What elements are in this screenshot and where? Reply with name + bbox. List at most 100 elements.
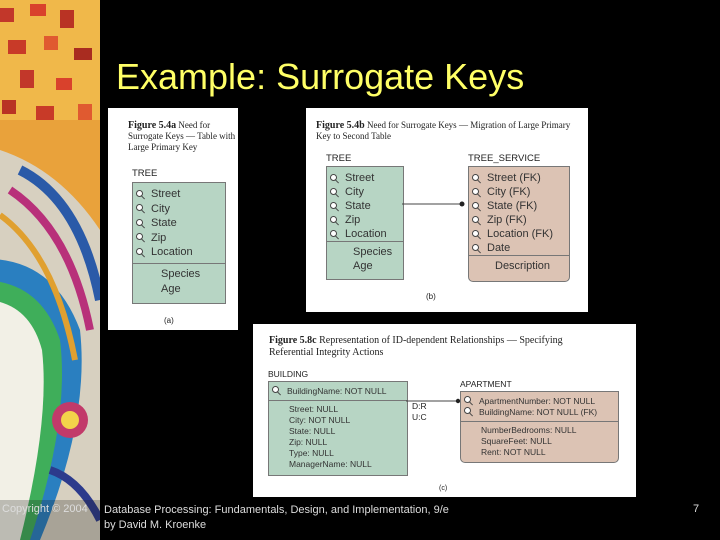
decorative-art-strip — [0, 0, 100, 540]
attribute: SquareFeet: NULL — [481, 436, 552, 446]
figure-5-4b: Figure 5.4b Need for Surrogate Keys — Mi… — [306, 108, 588, 312]
key-icon — [330, 201, 339, 211]
key-attribute: Street (FK) — [469, 171, 569, 185]
figure-label: (c) — [439, 485, 448, 492]
key-attribute: City — [327, 185, 403, 199]
key-icon — [330, 173, 339, 183]
attribute: Species — [161, 268, 201, 280]
key-attribute: Street — [133, 187, 225, 202]
key-icon — [330, 215, 339, 225]
update-action: U:C — [412, 412, 427, 422]
key-icon — [472, 243, 481, 253]
attribute: Type: NULL — [289, 448, 334, 458]
entity-apartment: ApartmentNumber: NOT NULL BuildingName: … — [460, 391, 619, 463]
key-icon — [330, 187, 339, 197]
abstract-painting-image — [0, 0, 100, 540]
attribute-section: NumberBedrooms: NULL SquareFeet: NULL Re… — [461, 422, 618, 458]
footer-book-citation: Database Processing: Fundamentals, Desig… — [104, 503, 449, 533]
entity-tree: Street City State Zip Location Species A… — [326, 166, 404, 280]
key-icon — [330, 229, 339, 239]
key-attribute: Zip — [327, 213, 403, 227]
key-attribute: State — [327, 199, 403, 213]
key-attribute: Location — [133, 245, 225, 260]
figure-caption: Figure 5.8c Representation of ID-depende… — [269, 335, 599, 359]
attribute: Zip: NULL — [289, 437, 328, 447]
attribute: Species — [353, 246, 393, 258]
figure-number: Figure 5.4b — [316, 120, 365, 131]
key-attribute: City — [133, 202, 225, 217]
attribute-section: Street: NULL City: NOT NULL State: NULL … — [269, 401, 407, 470]
figure-caption: Figure 5.4a Need for Surrogate Keys — Ta… — [128, 120, 236, 153]
relationship-line — [402, 201, 465, 207]
attribute-section: Species Age — [133, 264, 225, 297]
entity-name: TREE — [132, 168, 158, 179]
entity-name: APARTMENT — [460, 379, 512, 389]
referential-actions: D:R U:C — [412, 401, 427, 423]
key-icon — [136, 204, 145, 213]
key-icon — [136, 233, 145, 242]
key-icon — [472, 173, 481, 183]
key-attribute: State (FK) — [469, 199, 569, 213]
key-attribute: Location (FK) — [469, 227, 569, 241]
attribute: Rent: NOT NULL — [481, 447, 546, 457]
entity-name: TREE — [326, 153, 352, 164]
key-attribute: Location — [327, 227, 403, 241]
key-icon — [472, 215, 481, 225]
relationship-line — [406, 398, 461, 404]
key-attribute: BuildingName: NOT NULL — [269, 385, 407, 396]
book-title: Database Processing: Fundamentals, Desig… — [104, 504, 449, 516]
key-attribute: Zip (FK) — [469, 213, 569, 227]
attribute: Street: NULL — [289, 404, 339, 414]
key-attribute: BuildingName: NOT NULL (FK) — [461, 406, 618, 417]
attribute: Age — [161, 282, 181, 295]
key-icon — [464, 407, 473, 416]
key-section: ApartmentNumber: NOT NULL BuildingName: … — [461, 392, 618, 422]
key-section: Street City State Zip Location — [133, 183, 225, 264]
entity-building: BuildingName: NOT NULL Street: NULL City… — [268, 381, 408, 476]
attribute: State: NULL — [289, 426, 336, 436]
entity-tree: Street City State Zip Location Species A… — [132, 182, 226, 304]
figure-label: (b) — [426, 292, 436, 301]
attribute: City: NOT NULL — [289, 415, 351, 425]
figure-caption: Figure 5.4b Need for Surrogate Keys — Mi… — [316, 120, 584, 142]
key-attribute: Date — [469, 241, 569, 255]
figure-label: (a) — [164, 316, 174, 325]
attribute-section: Description — [469, 256, 569, 274]
attribute: Age — [353, 260, 373, 272]
figure-5-8c: Figure 5.8c Representation of ID-depende… — [253, 324, 636, 497]
slide-number: 7 — [693, 503, 700, 515]
entity-tree-service: Street (FK) City (FK) State (FK) Zip (FK… — [468, 166, 570, 282]
key-icon — [272, 386, 281, 395]
figure-caption-text: Need for Surrogate Keys — Table with Lar… — [128, 120, 236, 152]
entity-name: BUILDING — [268, 369, 309, 379]
attribute: NumberBedrooms: NULL — [481, 425, 577, 435]
key-section: Street (FK) City (FK) State (FK) Zip (FK… — [469, 167, 569, 256]
attribute: ManagerName: NULL — [289, 459, 372, 469]
key-attribute: ApartmentNumber: NOT NULL — [461, 395, 618, 406]
key-icon — [472, 187, 481, 197]
figure-number: Figure 5.4a — [128, 120, 177, 131]
attribute: Description — [495, 260, 551, 272]
key-icon — [464, 396, 473, 405]
figure-caption-text: Representation of ID-dependent Relations… — [269, 335, 563, 358]
key-icon — [136, 189, 145, 199]
key-icon — [136, 247, 145, 257]
delete-action: D:R — [412, 401, 427, 411]
figure-number: Figure 5.8c — [269, 335, 317, 346]
book-author: by David M. Kroenke — [104, 519, 207, 531]
entity-name: TREE_SERVICE — [468, 153, 541, 164]
figure-caption-text: Need for Surrogate Keys — Migration of L… — [316, 120, 571, 141]
footer-copyright: Copyright © 2004 — [2, 503, 88, 515]
figure-5-4a: Figure 5.4a Need for Surrogate Keys — Ta… — [108, 108, 238, 330]
key-attribute: Street — [327, 171, 403, 185]
slide-title: Example: Surrogate Keys — [116, 56, 525, 97]
key-attribute: City (FK) — [469, 185, 569, 199]
key-attribute: State — [133, 216, 225, 231]
key-section: BuildingName: NOT NULL — [269, 382, 407, 401]
key-icon — [136, 218, 145, 228]
key-icon — [472, 201, 481, 211]
attribute-section: Species Age — [327, 242, 403, 274]
key-section: Street City State Zip Location — [327, 167, 403, 242]
key-icon — [472, 229, 481, 239]
key-attribute: Zip — [133, 231, 225, 246]
